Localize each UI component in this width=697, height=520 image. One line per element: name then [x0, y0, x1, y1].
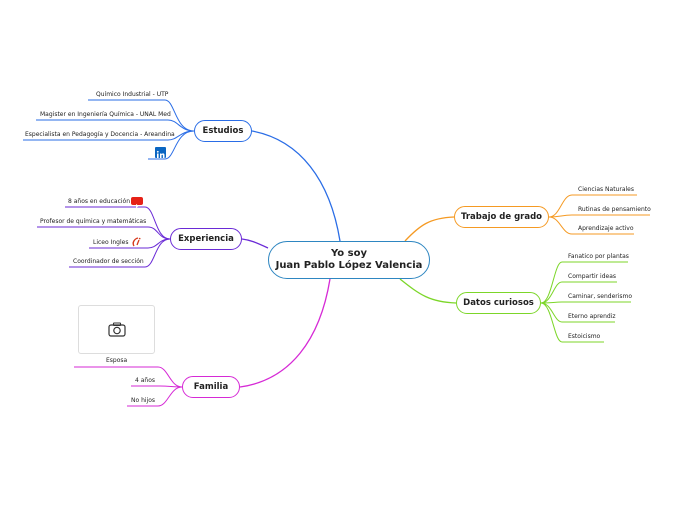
leaf-experiencia-2[interactable]: Profesor de química y matemáticas	[40, 218, 147, 225]
leaf-trabajo-3[interactable]: Aprendizaje activo	[578, 225, 634, 232]
topic-estudios-label: Estudios	[202, 126, 244, 136]
topic-familia[interactable]: Familia	[182, 376, 240, 398]
leaf-estudios-2[interactable]: Magister en Ingeniería Química - UNAL Me…	[40, 111, 171, 118]
camera-icon	[107, 322, 126, 337]
linkedin-icon[interactable]	[155, 147, 166, 158]
leaf-datos-4[interactable]: Eterno aprendiz	[568, 313, 616, 320]
leaf-experiencia-4[interactable]: Coordinador de sección	[73, 258, 144, 265]
topic-familia-label: Familia	[193, 382, 229, 392]
central-topic-line2: Juan Pablo López Valencia	[275, 260, 423, 271]
topic-datos-curiosos[interactable]: Datos curiosos	[456, 292, 541, 314]
topic-experiencia-label: Experiencia	[178, 234, 234, 244]
leaf-experiencia-3[interactable]: Liceo Ingles	[93, 239, 129, 246]
leaf-datos-2[interactable]: Compartir ideas	[568, 273, 617, 280]
leaf-estudios-1[interactable]: Químico Industrial - UTP	[96, 91, 169, 98]
leaf-familia-3[interactable]: No hijos	[131, 397, 155, 404]
family-photo-placeholder[interactable]	[78, 305, 155, 354]
central-topic[interactable]: Yo soy Juan Pablo López Valencia	[268, 241, 430, 279]
leaf-datos-3[interactable]: Caminar, senderismo	[568, 293, 633, 300]
leaf-datos-1[interactable]: Fanatico por plantas	[568, 253, 629, 260]
topic-trabajo-label: Trabajo de grado	[460, 212, 543, 222]
liceo-logo-icon[interactable]	[131, 235, 143, 247]
topic-estudios[interactable]: Estudios	[194, 120, 252, 142]
leaf-familia-2[interactable]: 4 años	[135, 377, 156, 384]
topic-trabajo-de-grado[interactable]: Trabajo de grado	[454, 206, 549, 228]
youtube-icon[interactable]	[131, 197, 143, 208]
topic-datos-label: Datos curiosos	[463, 298, 534, 308]
leaf-datos-5[interactable]: Estoicismo	[568, 333, 601, 340]
leaf-trabajo-1[interactable]: Ciencias Naturales	[578, 186, 634, 193]
central-topic-line1: Yo soy	[330, 248, 367, 259]
leaf-familia-1[interactable]: Esposa	[106, 357, 128, 364]
leaf-trabajo-2[interactable]: Rutinas de pensamiento	[578, 206, 651, 213]
leaf-experiencia-1[interactable]: 8 años en educación	[68, 198, 131, 205]
leaf-estudios-3[interactable]: Especialista en Pedagogía y Docencia - A…	[25, 131, 175, 138]
topic-experiencia[interactable]: Experiencia	[170, 228, 242, 250]
